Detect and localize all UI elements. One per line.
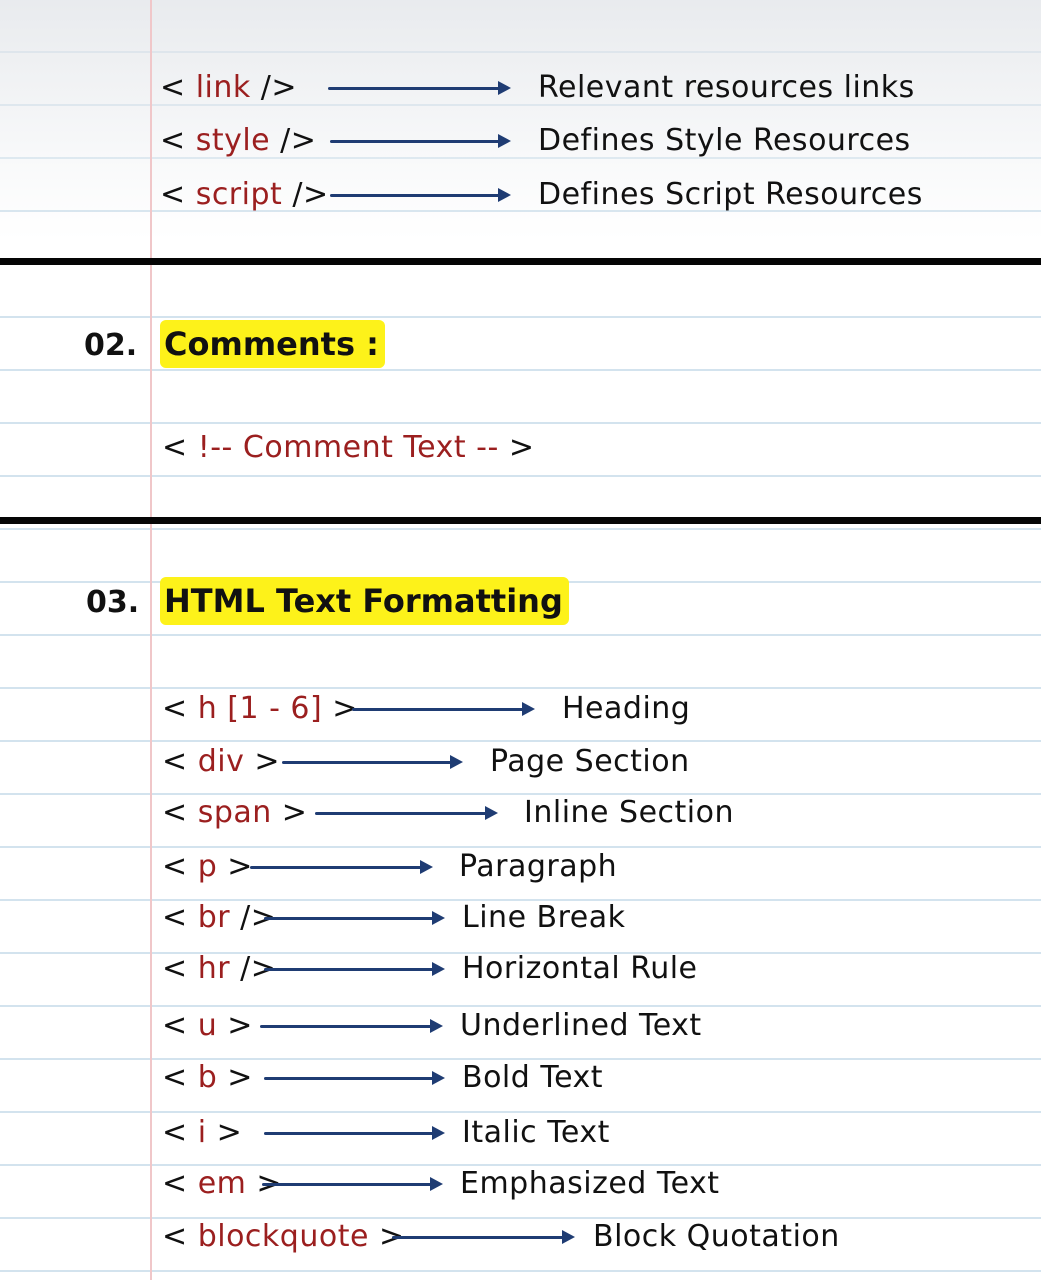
- arrow-icon: [260, 1019, 443, 1033]
- notebook-margin-line: [150, 0, 152, 1280]
- tag-label: < style />: [160, 123, 317, 158]
- arrow-icon: [262, 1177, 443, 1191]
- arrow-icon: [330, 188, 511, 202]
- tag-label: < h [1 - 6] >: [162, 691, 358, 726]
- tag-label: < u >: [162, 1008, 253, 1043]
- tag-description: Page Section: [490, 744, 690, 779]
- arrow-icon: [264, 1071, 445, 1085]
- tag-description: Relevant resources links: [538, 70, 915, 105]
- tag-label: < br />: [162, 900, 277, 935]
- arrow-icon: [264, 962, 445, 976]
- section-title: Comments :: [160, 320, 385, 368]
- tag-description: Heading: [562, 691, 691, 726]
- arrow-icon: [328, 81, 511, 95]
- tag-description: Bold Text: [462, 1060, 604, 1095]
- tag-label: < hr />: [162, 951, 277, 986]
- tag-label: < b >: [162, 1060, 253, 1095]
- section-divider: [0, 517, 1041, 524]
- section-divider: [0, 258, 1041, 265]
- arrow-icon: [352, 702, 535, 716]
- tag-description: Inline Section: [524, 795, 734, 830]
- tag-label: < span >: [162, 795, 308, 830]
- tag-label: < p >: [162, 849, 253, 884]
- tag-description: Line Break: [462, 900, 626, 935]
- tag-description: Paragraph: [459, 849, 618, 884]
- arrow-icon: [264, 911, 445, 925]
- tag-label: < div >: [162, 744, 281, 779]
- tag-description: Underlined Text: [460, 1008, 702, 1043]
- arrow-icon: [282, 755, 463, 769]
- tag-label: < i >: [162, 1115, 243, 1150]
- arrow-icon: [264, 1126, 445, 1140]
- tag-label: < link />: [160, 70, 298, 105]
- arrow-icon: [250, 860, 433, 874]
- section-number: 02.: [84, 328, 138, 363]
- tag-description: Horizontal Rule: [462, 951, 698, 986]
- tag-label: < blockquote >: [162, 1219, 405, 1254]
- top-shadow: [0, 0, 1041, 240]
- tag-description: Defines Style Resources: [538, 123, 911, 158]
- section-title: HTML Text Formatting: [160, 577, 569, 625]
- tag-description: Defines Script Resources: [538, 177, 923, 212]
- tag-description: Block Quotation: [593, 1219, 840, 1254]
- arrow-icon: [392, 1230, 575, 1244]
- section-number: 03.: [86, 585, 140, 620]
- tag-description: Italic Text: [462, 1115, 610, 1150]
- tag-label: < script />: [160, 177, 329, 212]
- arrow-icon: [315, 806, 498, 820]
- tag-description: Emphasized Text: [460, 1166, 720, 1201]
- arrow-icon: [330, 134, 511, 148]
- comment-syntax: < !-- Comment Text -- >: [162, 430, 535, 465]
